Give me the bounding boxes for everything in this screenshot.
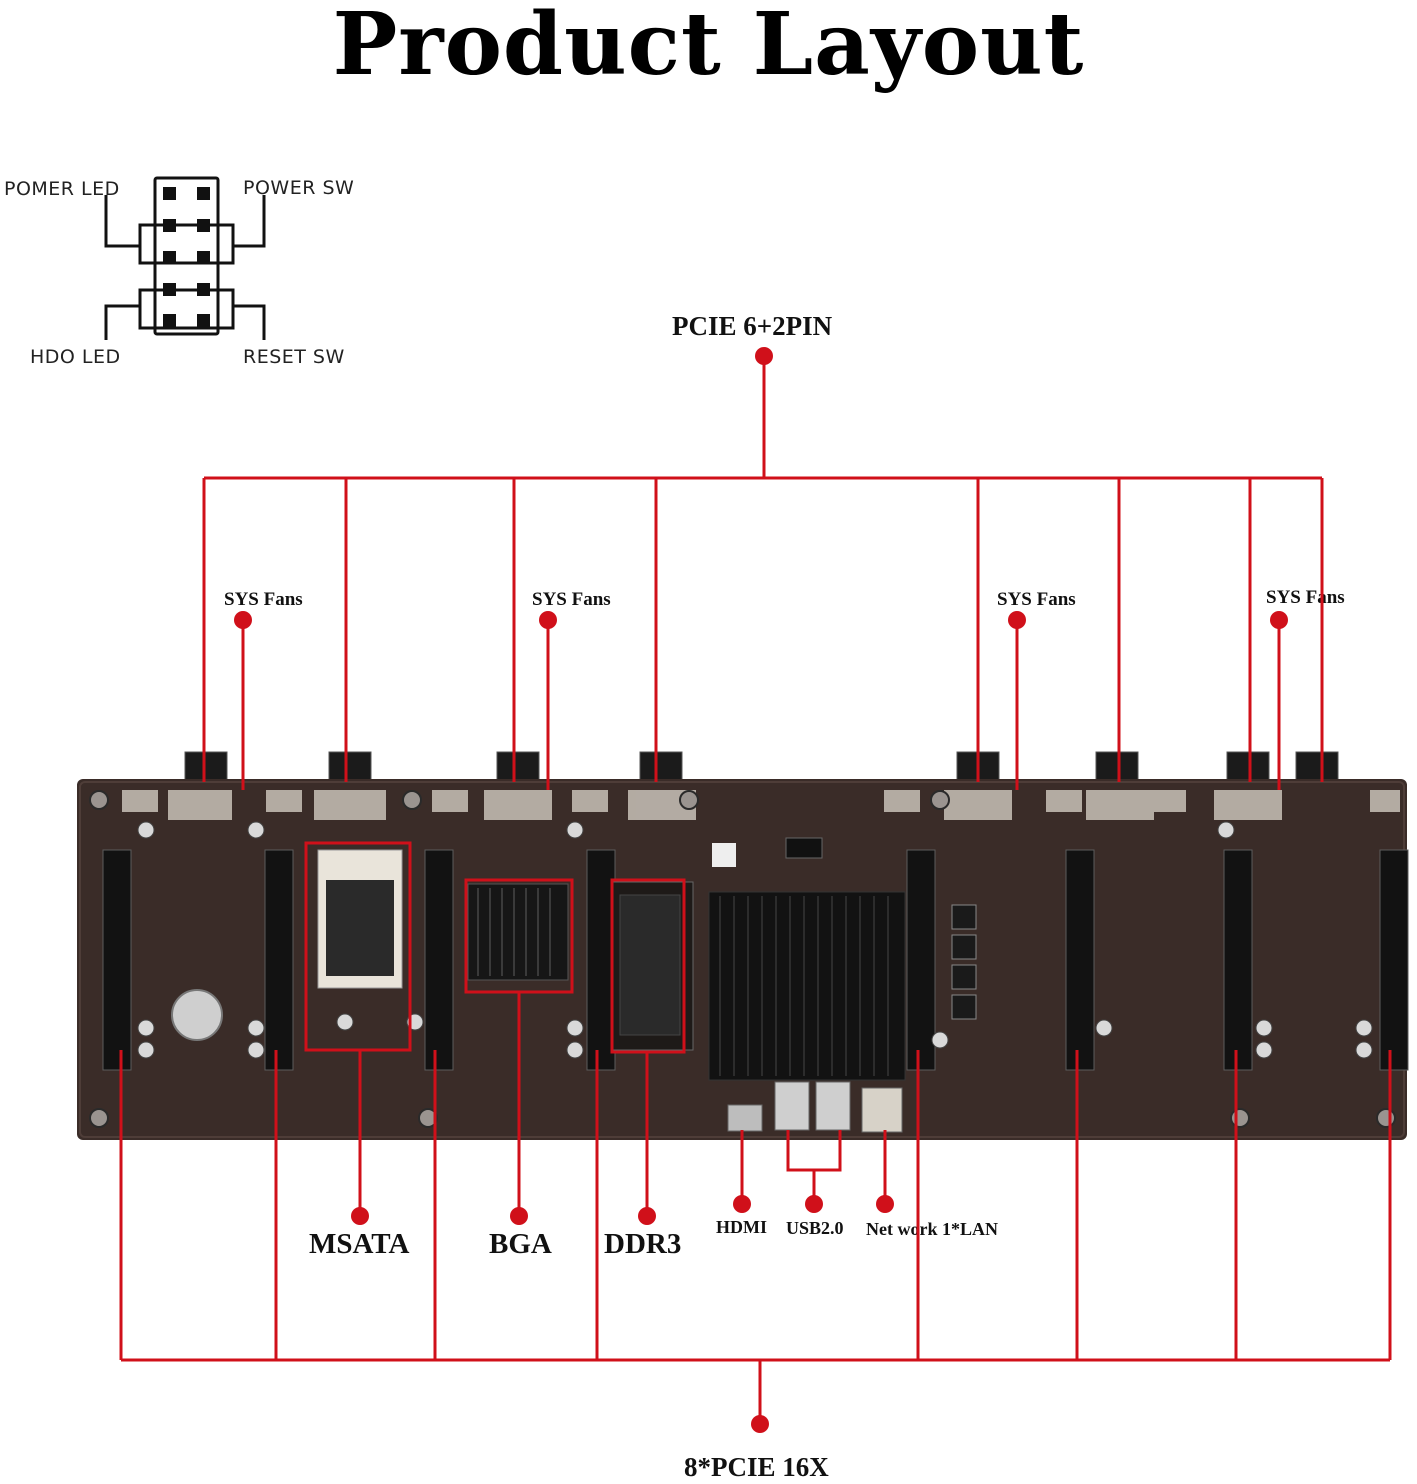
pcie-slots-label: 8*PCIE 16X xyxy=(684,1452,829,1482)
main-heatsink xyxy=(708,891,906,1081)
sys-fans-label-4: SYS Fans xyxy=(1266,587,1345,608)
bga-heatsink xyxy=(467,883,569,981)
hdd-led-label: HDO LED xyxy=(30,346,121,368)
hdmi-label: HDMI xyxy=(716,1217,767,1237)
sys-fans-label-1: SYS Fans xyxy=(224,589,303,610)
power-led-label: POMER LED xyxy=(4,178,120,200)
lan-port xyxy=(861,1087,903,1133)
page-title: Product Layout xyxy=(332,0,1085,95)
reset-sw-label: RESET SW xyxy=(243,346,345,368)
power-sw-label: POWER SW xyxy=(243,177,355,199)
sys-fans-label-2: SYS Fans xyxy=(532,589,611,610)
callout-lines xyxy=(119,356,1392,1424)
hdmi-port xyxy=(727,1104,763,1132)
usb-port-1 xyxy=(774,1081,810,1131)
bga-label: BGA xyxy=(489,1228,552,1260)
sys-fans-label-3: SYS Fans xyxy=(997,589,1076,610)
pcie-x16-slots xyxy=(102,849,1409,1071)
pcie-power-label: PCIE 6+2PIN xyxy=(672,311,833,341)
callout-dots xyxy=(234,347,1288,1433)
cmos-battery xyxy=(171,989,223,1041)
front-panel-header-diagram xyxy=(104,176,266,340)
ddr3-label: DDR3 xyxy=(604,1228,682,1260)
usb-label: USB2.0 xyxy=(786,1218,844,1238)
msata-label: MSATA xyxy=(309,1228,410,1260)
header-pins xyxy=(163,187,210,327)
usb-port-2 xyxy=(815,1081,851,1131)
lan-label: Net work 1*LAN xyxy=(866,1219,998,1239)
